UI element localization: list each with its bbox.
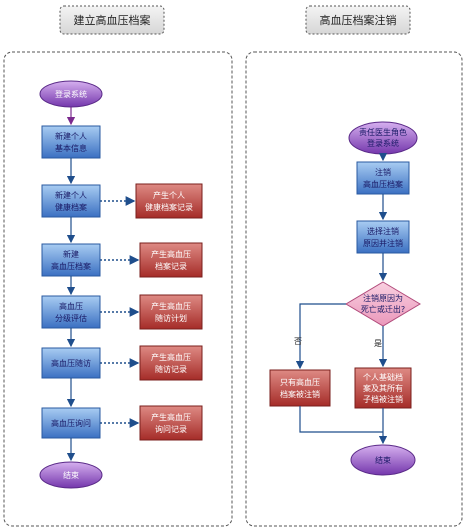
left-step-1-line-2: 基本信息 bbox=[55, 143, 87, 153]
record-5-line-1: 产生高血压 bbox=[151, 412, 191, 422]
record-3-line-1: 产生高血压 bbox=[151, 301, 191, 311]
left-step-4-line-1: 高血压 bbox=[59, 301, 83, 311]
record-2-line-1: 产生高血压 bbox=[151, 249, 191, 259]
right-header: 高血压档案注销 bbox=[305, 5, 411, 35]
left-panel bbox=[3, 51, 233, 527]
left-end-text: 结束 bbox=[63, 470, 79, 480]
yes-result-line-1: 个人基础档 bbox=[363, 372, 403, 382]
record-hypertension-file: 产生高血压 档案记录 bbox=[100, 242, 203, 278]
yes-result-line-3: 子档被注销 bbox=[363, 394, 403, 404]
record-followup-plan: 产生高血压 随访计划 bbox=[100, 294, 203, 330]
right-step-2-line-1: 选择注销 bbox=[367, 226, 399, 236]
left-step-inquiry: 高血压询问 bbox=[41, 407, 101, 439]
no-result-line-1: 只有高血压 bbox=[280, 377, 320, 387]
right-panel bbox=[245, 51, 463, 527]
left-step-hypertension-file: 新建 高血压档案 bbox=[41, 243, 101, 277]
right-end-text: 结束 bbox=[375, 455, 391, 465]
record-3-line-2: 随访计划 bbox=[155, 313, 187, 323]
left-step-3-line-1: 新建 bbox=[63, 249, 79, 259]
record-2-line-2: 档案记录 bbox=[155, 261, 187, 271]
right-start-line-2: 登录系统 bbox=[367, 138, 399, 148]
right-start-line-1: 责任医生角色 bbox=[359, 127, 407, 137]
left-step-health-file: 新建个人 健康档案 bbox=[41, 184, 101, 218]
decision-line-1: 注销原因为 bbox=[363, 293, 403, 303]
decision-death-or-moved: 注销原因为 死亡或迁出? bbox=[345, 281, 421, 327]
record-followup: 产生高血压 随访记录 bbox=[100, 345, 203, 381]
no-branch-arrow bbox=[295, 303, 346, 370]
no-result-line-2: 档案被注销 bbox=[280, 389, 320, 399]
yes-label: 是 bbox=[374, 339, 382, 348]
left-step-5-line-1: 高血压随访 bbox=[51, 358, 91, 368]
right-step-2-line-2: 原因并注销 bbox=[363, 238, 403, 248]
left-step-4-line-2: 分级评估 bbox=[55, 313, 87, 323]
right-header-text: 高血压档案注销 bbox=[320, 13, 397, 27]
no-label: 否 bbox=[294, 337, 302, 346]
record-inquiry: 产生高血压 询问记录 bbox=[100, 405, 203, 441]
left-step-3-line-2: 高血压档案 bbox=[51, 261, 91, 271]
left-header: 建立高血压档案 bbox=[59, 5, 165, 35]
left-step-6-line-1: 高血压询问 bbox=[51, 418, 91, 428]
right-start-node: 责任医生角色 登录系统 bbox=[348, 121, 418, 155]
left-step-1-line-1: 新建个人 bbox=[55, 131, 87, 141]
record-1-line-1: 产生个人 bbox=[153, 190, 185, 200]
result-only-hypertension-cancelled: 只有高血压 档案被注销 bbox=[269, 369, 331, 407]
record-1-line-2: 健康档案记录 bbox=[145, 202, 193, 212]
no-result-to-end-line bbox=[299, 406, 383, 433]
record-5-line-2: 询问记录 bbox=[155, 424, 187, 434]
left-step-basic-info: 新建个人 基本信息 bbox=[41, 125, 101, 159]
right-end-node: 结束 bbox=[350, 444, 416, 476]
yes-result-line-2: 案及其所有 bbox=[363, 383, 403, 393]
decision-line-2: 死亡或迁出? bbox=[361, 304, 405, 314]
record-4-line-2: 随访记录 bbox=[155, 364, 187, 374]
left-start-node: 登录系统 bbox=[39, 80, 103, 108]
left-step-2-line-1: 新建个人 bbox=[55, 190, 87, 200]
left-end-node: 结束 bbox=[39, 461, 103, 489]
left-start-text: 登录系统 bbox=[55, 89, 87, 99]
record-health-file: 产生个人 健康档案记录 bbox=[100, 183, 203, 219]
right-step-select-reason: 选择注销 原因并注销 bbox=[356, 220, 410, 254]
result-all-files-cancelled: 个人基础档 案及其所有 子档被注销 bbox=[354, 367, 412, 409]
right-step-1-line-2: 高血压档案 bbox=[363, 179, 403, 189]
left-step-followup: 高血压随访 bbox=[41, 347, 101, 379]
right-step-cancel-file: 注销 高血压档案 bbox=[356, 161, 410, 195]
record-4-line-1: 产生高血压 bbox=[151, 352, 191, 362]
right-step-1-line-1: 注销 bbox=[375, 167, 391, 177]
left-step-2-line-2: 健康档案 bbox=[55, 202, 87, 212]
left-step-grading: 高血压 分级评估 bbox=[41, 295, 101, 329]
left-header-text: 建立高血压档案 bbox=[74, 13, 151, 27]
